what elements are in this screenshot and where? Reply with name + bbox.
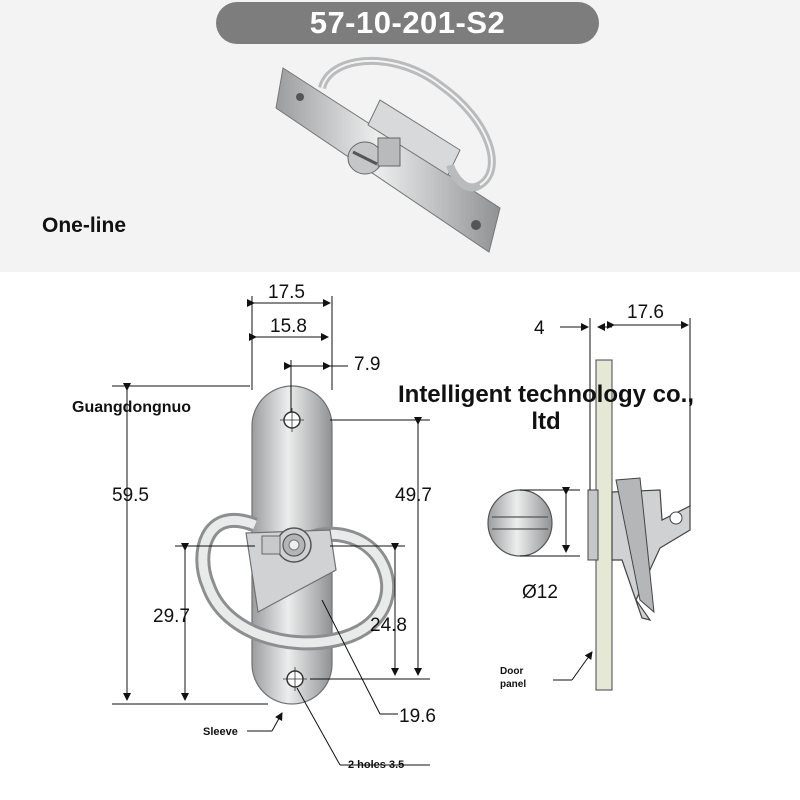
company-name: Intelligent technology co., ltd (356, 381, 736, 435)
company-line-1: Intelligent technology co., (397, 381, 694, 408)
side-dimension-lines (520, 318, 691, 681)
dim-top-inner: 15.8 (270, 316, 307, 337)
door-panel-label-1: Door (500, 666, 523, 677)
dim-offset: 7.9 (354, 354, 380, 375)
dim-slot-height: 49.7 (395, 485, 432, 506)
front-dimension-lines (112, 296, 430, 766)
holes-label: 2 holes 3.5 (348, 759, 404, 771)
dim-top-outer: 17.5 (268, 282, 305, 303)
dim-knob-diameter: Ø12 (522, 582, 558, 603)
side-view (487, 359, 691, 691)
brand-watermark: Guangdongnuo (72, 399, 192, 416)
dim-ring-height: 29.7 (153, 606, 190, 627)
dim-ring-diameter: 19.6 (399, 706, 436, 727)
door-panel-label-2: panel (500, 679, 526, 690)
product-photo (275, 56, 501, 253)
dim-thickness: 4 (534, 318, 545, 339)
dim-depth: 17.6 (627, 302, 664, 323)
company-line-2: ltd (531, 408, 561, 435)
front-view (195, 385, 396, 705)
knob-end-view (487, 489, 553, 557)
variant-label: One-line (42, 214, 127, 237)
model-number-badge: 57-10-201-S2 (216, 2, 599, 44)
sleeve-label: Sleeve (203, 726, 238, 738)
dim-total-height: 59.5 (112, 485, 149, 506)
dim-pin-height: 24.8 (370, 615, 407, 636)
